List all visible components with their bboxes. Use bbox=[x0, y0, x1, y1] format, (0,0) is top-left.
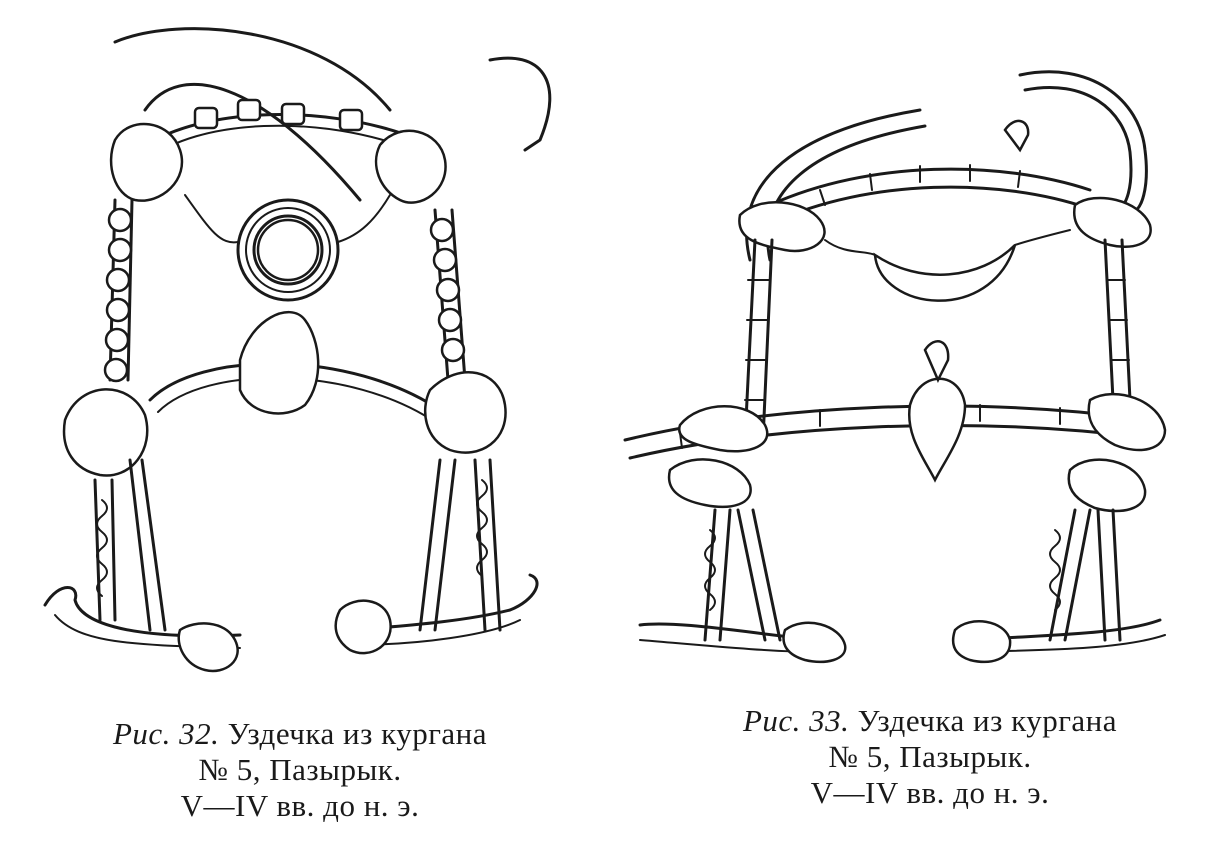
medallion-strap-right bbox=[337, 194, 391, 243]
pendant-strap-right bbox=[1014, 229, 1071, 246]
plaque-finial bbox=[923, 340, 950, 383]
bridle-33-drawing bbox=[623, 70, 1167, 664]
animal-head-lower-right bbox=[1067, 458, 1147, 513]
caption-32-title: Уздечка из кургана bbox=[227, 716, 488, 751]
bit-left bbox=[43, 586, 242, 673]
crown-ornaments bbox=[193, 98, 364, 132]
caption-32-line3: V—IV вв. до н. э. bbox=[180, 788, 420, 823]
central-animal-figure bbox=[238, 310, 320, 415]
figure-33-illustration bbox=[620, 40, 1190, 700]
caption-33-line2: № 5, Пазырык. bbox=[828, 739, 1032, 774]
caption-32-lead: Рис. 32. bbox=[112, 716, 220, 751]
heart-plaque bbox=[907, 377, 967, 483]
caption-33-title: Уздечка из кургана bbox=[857, 703, 1118, 738]
figure-32-illustration bbox=[20, 20, 580, 710]
medallion-strap-left bbox=[184, 194, 239, 244]
bit-right-33 bbox=[951, 618, 1166, 664]
animal-head-top-right bbox=[374, 129, 447, 204]
animal-head-mid-right bbox=[423, 371, 507, 454]
rein-top-left bbox=[113, 27, 392, 112]
animal-head-top-left bbox=[109, 122, 184, 202]
cheekpiece-right-33 bbox=[1048, 508, 1122, 642]
pendant-strap-left bbox=[824, 239, 876, 256]
animal-head-mid-left bbox=[62, 388, 149, 477]
crown-strap-33 bbox=[768, 164, 1092, 225]
animal-head-lower-left bbox=[667, 458, 752, 509]
bit-left-33 bbox=[638, 621, 847, 664]
caption-figure-32: Рис. 32. Уздечка из кургана № 5, Пазырык… bbox=[40, 716, 560, 824]
bit-right bbox=[334, 573, 539, 655]
caption-33-line1: Рис. 33. Уздечка из кургана bbox=[690, 703, 1170, 739]
griffin-head-mid-right bbox=[1087, 392, 1167, 452]
griffin-head-mid-left bbox=[678, 405, 769, 453]
forehead-medallion bbox=[236, 198, 340, 302]
rein-top-right bbox=[488, 56, 552, 152]
caption-32-line2: № 5, Пазырык. bbox=[198, 752, 402, 787]
cheek-strap-right bbox=[429, 208, 467, 382]
caption-32-line1: Рис. 32. Уздечка из кургана bbox=[40, 716, 560, 752]
cheekpiece-right bbox=[418, 458, 502, 632]
caption-figure-33: Рис. 33. Уздечка из кургана № 5, Пазырык… bbox=[690, 703, 1170, 811]
cheekpiece-left-33 bbox=[703, 508, 782, 642]
caption-33-lead: Рис. 33. bbox=[742, 703, 850, 738]
bridle-32-drawing bbox=[43, 27, 552, 673]
cheekpiece-left bbox=[93, 458, 167, 632]
caption-33-line3: V—IV вв. до н. э. bbox=[810, 775, 1050, 810]
cheek-strap-left-33 bbox=[743, 238, 774, 442]
crescent-pendant bbox=[873, 244, 1017, 302]
griffin-head-top-right bbox=[1072, 196, 1152, 249]
finial-ornament bbox=[1003, 119, 1030, 153]
griffin-head-top-left bbox=[738, 201, 826, 253]
rein-top-inner bbox=[143, 82, 362, 202]
cheek-strap-left bbox=[103, 198, 134, 383]
